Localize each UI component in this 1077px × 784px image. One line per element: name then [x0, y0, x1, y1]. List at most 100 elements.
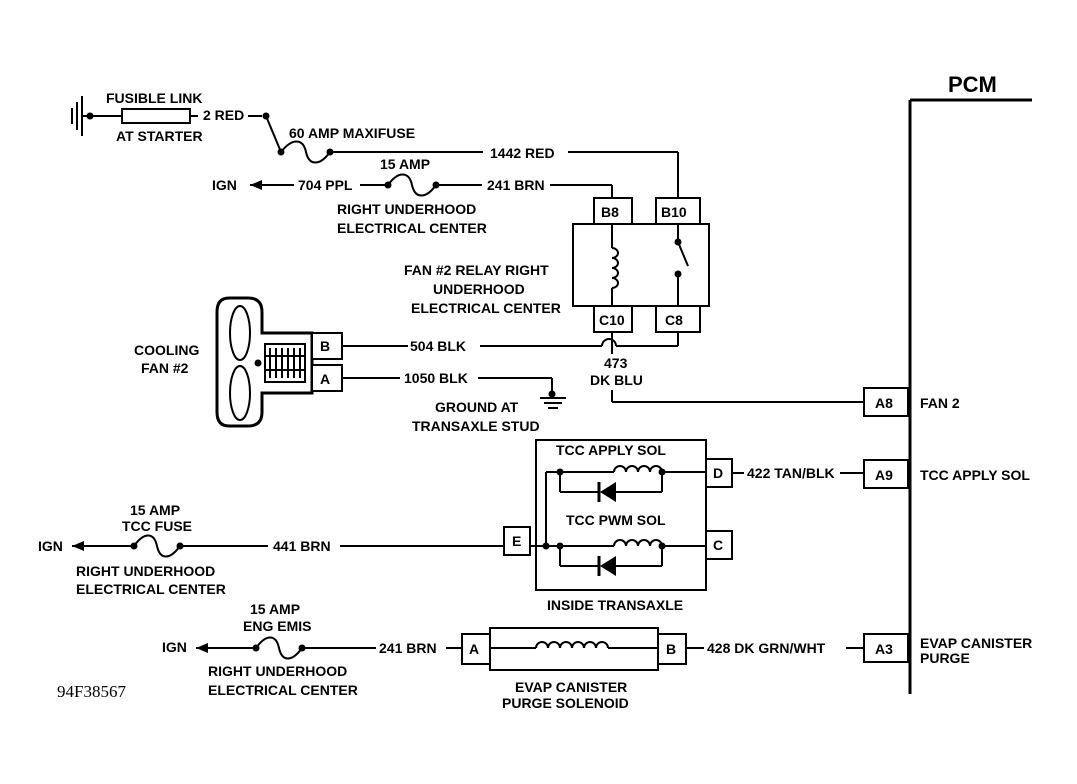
fan-pin-a: [311, 364, 343, 392]
center-label-2-fan: ELECTRICAL CENTER: [337, 220, 487, 236]
wire-441-brn-label: 441 BRN: [273, 538, 331, 554]
cooling-fan-2: B A COOLING FAN #2 504 BLK 1050 BLK GROU…: [134, 296, 679, 434]
wire-2-red-label: 2 RED: [203, 107, 244, 123]
wire-504-blk-label: 504 BLK: [410, 338, 466, 354]
relay-pin-b10-label: B10: [661, 204, 687, 220]
maxifuse-symbol: [280, 140, 331, 164]
evap-pin-b-label: B: [666, 641, 676, 657]
inside-transaxle-label: INSIDE TRANSAXLE: [547, 597, 683, 613]
maxifuse-label: 60 AMP MAXIFUSE: [289, 125, 415, 141]
fuse-15a-fan-label: 15 AMP: [380, 156, 430, 172]
relay-pin-c10-label: C10: [599, 312, 625, 328]
evap-solenoid-label-2: PURGE SOLENOID: [502, 695, 629, 711]
center-label-1-evap: RIGHT UNDERHOOD: [208, 663, 347, 679]
center-label-1-fan: RIGHT UNDERHOOD: [337, 201, 476, 217]
relay-body: [572, 223, 710, 307]
pcm-evap-label-2: PURGE: [920, 650, 970, 666]
relay-pin-c8-label: C8: [665, 312, 683, 328]
arrow-left-icon: [250, 180, 262, 190]
wire-1050-blk-label: 1050 BLK: [404, 370, 468, 386]
fan2-relay: B8 B10 C10 C8 FAN #2 RELAY RIGHT UNDERHO…: [404, 197, 710, 333]
wire-428-label: 428 DK GRN/WHT: [707, 640, 826, 656]
fan-relay-feed: IGN 704 PPL 15 AMP 241 BRN RIGHT UNDERHO…: [212, 156, 613, 236]
fusible-link-circuit: FUSIBLE LINK AT STARTER 2 RED 60 AMP MAX…: [71, 90, 679, 198]
pcm-title: PCM: [948, 72, 997, 97]
cooling-fan-label-1: COOLING: [134, 342, 199, 358]
relay-pin-c10: [593, 305, 633, 333]
fuse-eng-emis-symbol: [255, 636, 303, 660]
cooling-fan-label-2: FAN #2: [141, 360, 189, 376]
relay-switch-icon: [677, 241, 689, 267]
fan-pin-a-label: A: [320, 371, 330, 387]
relay-pin-c8: [655, 305, 701, 333]
ign-label-evap: IGN: [162, 639, 187, 655]
fusible-link-location: AT STARTER: [116, 128, 203, 144]
fan-blade-top-icon: [229, 305, 251, 361]
pcm-tcc-apply-label: TCC APPLY SOL: [920, 467, 1030, 483]
ign-label-tcc: IGN: [38, 538, 63, 554]
pcm: PCM A8 FAN 2 A9 TCC APPLY SOL A3 EVAP CA…: [863, 72, 1032, 694]
fan-pin-b-label: B: [320, 338, 330, 354]
ground-symbol-starter: [71, 96, 83, 136]
ign-label-fan: IGN: [212, 177, 237, 193]
center-label-2-evap: ELECTRICAL CENTER: [208, 682, 358, 698]
evap-pin-a-label: A: [469, 641, 479, 657]
eng-emis-fuse-label-1: 15 AMP: [250, 601, 300, 617]
wire-1442-red-label: 1442 RED: [490, 145, 555, 161]
eng-emis-fuse-label-2: ENG EMIS: [243, 618, 311, 634]
pcm-pin-a9-label: A9: [875, 467, 893, 483]
pcm-pin-a3-label: A3: [875, 641, 893, 657]
fan-motor-icon: [264, 343, 306, 383]
pcm-evap-label-1: EVAP CANISTER: [920, 635, 1032, 651]
relay-coil-icon: [611, 247, 619, 289]
fuse-15a-fan-symbol: [387, 173, 437, 197]
evap-pin-b: [657, 633, 687, 665]
wire-473-label-1: 473: [604, 355, 628, 371]
wire-422-tan-blk-label: 422 TAN/BLK: [747, 465, 835, 481]
transaxle-pin-c-label: C: [713, 537, 723, 553]
wire-473-label-2: DK BLU: [590, 372, 643, 388]
ground-label-1: GROUND AT: [435, 399, 519, 415]
transaxle-pin-e: [503, 526, 531, 556]
tcc-fuse-label-1: 15 AMP: [130, 502, 180, 518]
relay-label-3: ELECTRICAL CENTER: [411, 300, 561, 316]
fuse-tcc-symbol: [133, 534, 181, 558]
fan-blade-bottom-icon: [229, 365, 251, 421]
relay-pin-b8-label: B8: [601, 204, 619, 220]
transaxle-assembly: TCC APPLY SOL TCC PWM SOL D C E INSID: [503, 439, 864, 613]
fusible-link-label: FUSIBLE LINK: [106, 90, 202, 106]
tcc-fuse-label-2: TCC FUSE: [122, 518, 192, 534]
relay-pin-b10: [655, 197, 701, 225]
ground-symbol-transaxle: [540, 397, 566, 409]
evap-coil-icon: [535, 641, 609, 649]
relay-label-1: FAN #2 RELAY RIGHT: [404, 262, 549, 278]
wire-241-brn-evap-label: 241 BRN: [379, 640, 437, 656]
tcc-fuse-circuit: IGN 15 AMP TCC FUSE 441 BRN RIGHT UNDERH…: [38, 502, 504, 597]
center-label-2-tcc: ELECTRICAL CENTER: [76, 581, 226, 597]
wire-704-ppl-label: 704 PPL: [298, 177, 353, 193]
tcc-pwm-sol-label: TCC PWM SOL: [566, 512, 666, 528]
tcc-apply-diode-icon: [600, 482, 616, 502]
fusible-link: [121, 108, 191, 124]
pcm-fan2-label: FAN 2: [920, 395, 960, 411]
tcc-apply-coil-icon: [613, 465, 663, 473]
transaxle-pin-d-label: D: [713, 465, 723, 481]
center-label-1-tcc: RIGHT UNDERHOOD: [76, 563, 215, 579]
transaxle-pin-e-label: E: [512, 533, 521, 549]
tcc-apply-sol-label: TCC APPLY SOL: [556, 442, 666, 458]
arrow-left-icon: [196, 643, 208, 653]
tcc-pwm-diode-icon: [600, 556, 616, 576]
fan-pin-b: [311, 332, 343, 360]
figure-id: 94F38567: [57, 682, 126, 701]
fan-housing: [215, 296, 314, 428]
arrow-left-icon: [72, 541, 84, 551]
relay-pin-b8: [593, 197, 633, 225]
wire-473: 473 DK BLU: [590, 355, 864, 403]
transaxle-pin-c: [705, 530, 733, 560]
relay-label-2: UNDERHOOD: [433, 281, 525, 297]
tcc-pwm-coil-icon: [613, 539, 663, 547]
pcm-pin-a9: [863, 459, 909, 489]
wire-241-brn-relay-label: 241 BRN: [487, 177, 545, 193]
evap-solenoid-label-1: EVAP CANISTER: [515, 679, 627, 695]
